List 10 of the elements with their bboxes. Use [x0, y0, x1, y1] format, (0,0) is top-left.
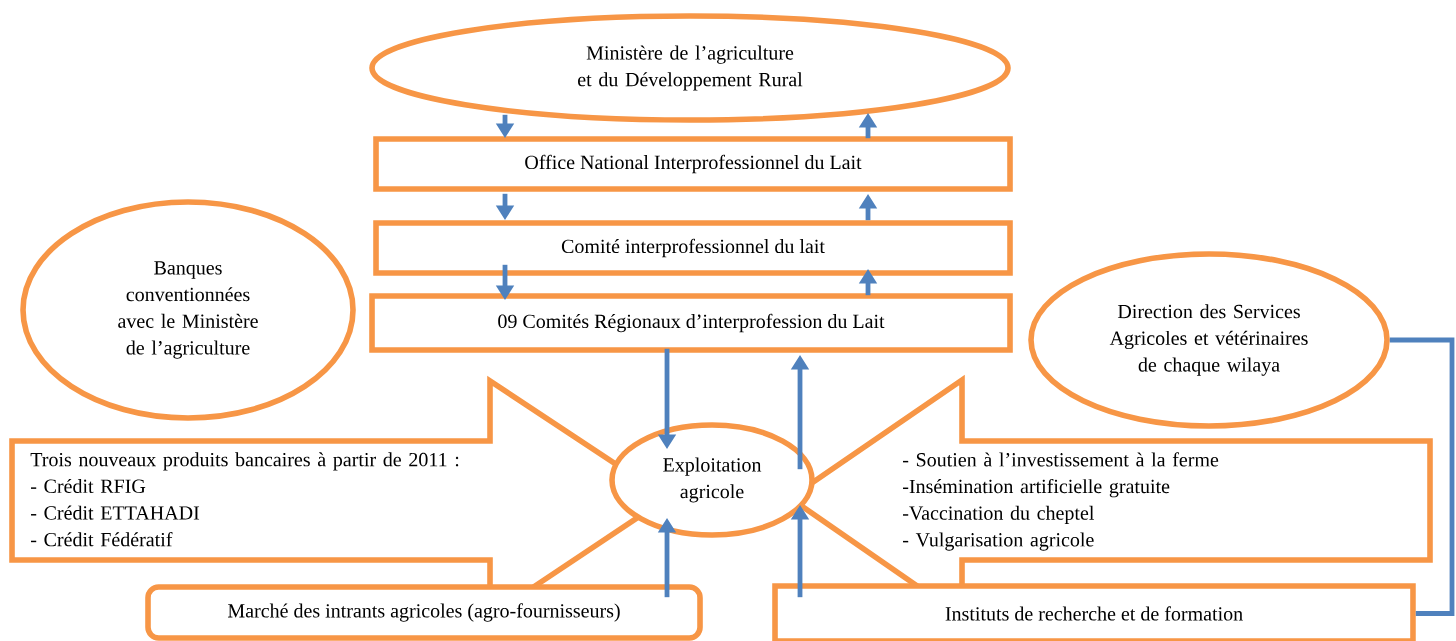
process-box: Instituts de recherche et de formation — [772, 583, 1416, 641]
process-box: 09 Comités Régionaux d’interprofession du Lait — [369, 293, 1013, 353]
connector-line — [1389, 337, 1455, 616]
rounded-box: Marché des intrants agricoles (agro-fournisseurs) — [145, 584, 703, 641]
process-box: Comité interprofessionnel du lait — [373, 220, 1013, 276]
ellipse-node: Ministère de l’agriculture et du Développement Rural — [369, 13, 1011, 123]
ellipse-node: Exploitation agricole — [609, 422, 815, 538]
ellipse-node: Banques conventionnées avec le Ministère de l’agriculture — [20, 199, 356, 421]
ellipse-node: Direction des Services Agricoles et vétérinaires de chaque wilaya — [1028, 251, 1390, 429]
process-box: Office National Interprofessionnel du Lait — [373, 136, 1013, 192]
